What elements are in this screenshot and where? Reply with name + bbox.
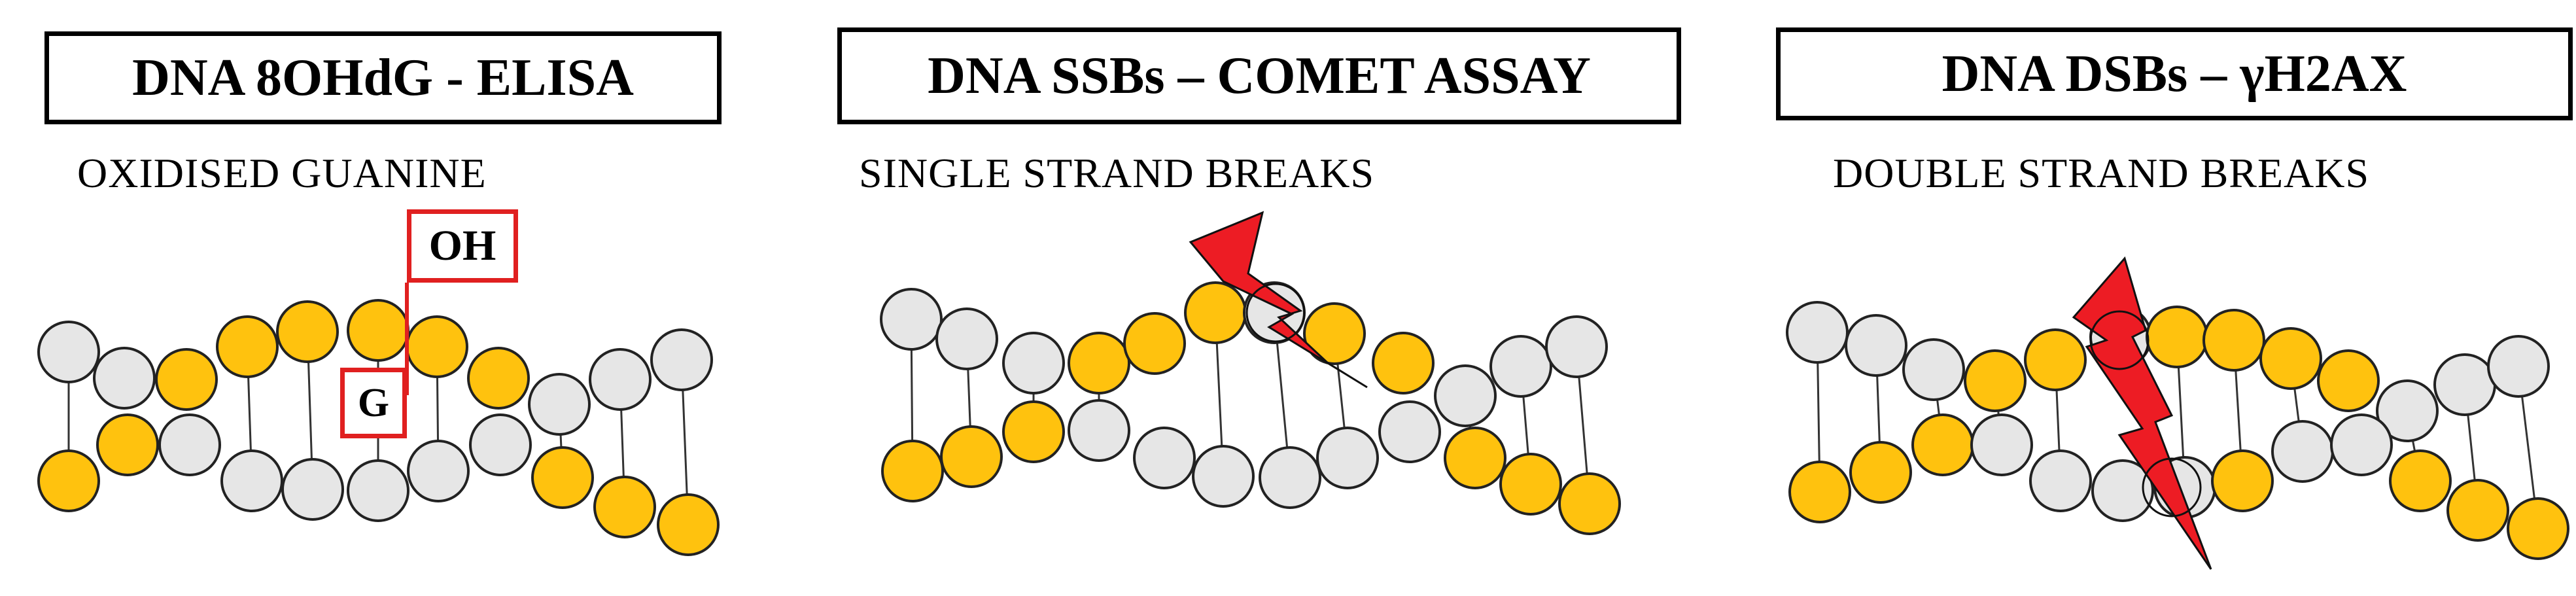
nucleotide-bottom bbox=[2330, 413, 2393, 476]
panel-3-subtitle: DOUBLE STRAND BREAKS bbox=[1833, 150, 2370, 196]
nucleotide-top bbox=[1786, 301, 1849, 364]
nucleotide-top bbox=[1845, 314, 1907, 377]
nucleotide-top bbox=[1489, 335, 1552, 398]
nucleotide-top bbox=[935, 307, 998, 370]
nucleotide-bottom bbox=[1192, 445, 1255, 508]
lightning-bolt-double bbox=[2072, 256, 2212, 570]
nucleotide-top bbox=[37, 321, 100, 383]
nucleotide-top bbox=[1184, 281, 1247, 344]
nucleotide-bottom bbox=[1558, 472, 1621, 535]
nucleotide-bottom bbox=[1499, 453, 1562, 516]
nucleotide-top bbox=[276, 300, 339, 363]
nucleotide-top bbox=[1964, 349, 2027, 412]
nucleotide-bottom bbox=[1970, 413, 2033, 476]
nucleotide-bottom bbox=[531, 446, 594, 509]
nucleotide-bottom bbox=[407, 440, 470, 502]
nucleotide-top bbox=[589, 348, 652, 411]
nucleotide-top bbox=[2376, 379, 2439, 442]
nucleotide-bottom bbox=[347, 459, 409, 522]
nucleotide-bottom bbox=[940, 425, 1003, 488]
guanine-g-label: G bbox=[340, 368, 407, 438]
panel-dsb-gammah2ax: DNA DSBs – γH2AX DOUBLE STRAND BREAKS bbox=[1753, 0, 2576, 596]
panel-2-title: DNA SSBs – COMET ASSAY bbox=[837, 27, 1681, 124]
nucleotide-bottom bbox=[1788, 461, 1851, 523]
nucleotide-top bbox=[155, 348, 218, 411]
nucleotide-bottom bbox=[1378, 400, 1441, 463]
nucleotide-top bbox=[2487, 335, 2550, 398]
nucleotide-top bbox=[93, 347, 156, 410]
panel-8ohdg-elisa: DNA 8OHdG - ELISA OXIDISED GUANINE OH G bbox=[0, 0, 752, 596]
nucleotide-top bbox=[2024, 328, 2087, 391]
dna-helix-oxidised bbox=[37, 283, 720, 556]
lightning-bolt-single bbox=[1189, 211, 1368, 389]
nucleotide-bottom bbox=[158, 413, 221, 476]
nucleotide-top bbox=[2146, 306, 2208, 368]
dna-helix-single-break bbox=[880, 211, 1621, 535]
nucleotide-bottom bbox=[881, 440, 944, 502]
panel-ssb-comet-assay: DNA SSBs – COMET ASSAY SINGLE STRAND BRE… bbox=[824, 0, 1694, 596]
nucleotide-top bbox=[650, 328, 713, 391]
nucleotide-bottom bbox=[593, 476, 656, 538]
nucleotide-bottom bbox=[281, 458, 344, 521]
nucleotide-top bbox=[1434, 364, 1497, 427]
nucleotide-bottom bbox=[1316, 427, 1379, 489]
nucleotide-bottom bbox=[2029, 449, 2092, 512]
nucleotide-bottom bbox=[2389, 449, 2452, 512]
panel-3-title: DNA DSBs – γH2AX bbox=[1776, 27, 2573, 120]
nucleotide-bottom bbox=[1259, 446, 1321, 509]
nucleotide-bottom bbox=[2271, 420, 2334, 483]
nucleotide-bottom bbox=[1068, 399, 1130, 462]
panel-1-subtitle: OXIDISED GUANINE bbox=[77, 150, 487, 196]
break-site-ring bbox=[1245, 283, 1306, 343]
nucleotide-bottom bbox=[2507, 497, 2569, 560]
nucleotide-top bbox=[2259, 327, 2322, 390]
nucleotide-top bbox=[216, 315, 279, 378]
nucleotide-bottom bbox=[1849, 441, 1912, 504]
dna-helix-double-break bbox=[1786, 256, 2569, 570]
nucleotide-bottom bbox=[1444, 427, 1506, 489]
break-site-ring-top bbox=[2089, 310, 2150, 370]
nucleotide-bottom bbox=[2446, 479, 2509, 542]
nucleotide-bottom bbox=[37, 449, 100, 512]
nucleotide-top bbox=[406, 315, 468, 378]
nucleotide-top bbox=[2433, 353, 2496, 416]
nucleotide-top bbox=[1303, 302, 1366, 365]
nucleotide-top bbox=[528, 373, 591, 436]
nucleotide-top bbox=[2317, 349, 2380, 412]
nucleotide-bottom bbox=[2211, 449, 2274, 512]
oh-label: OH bbox=[407, 209, 518, 283]
nucleotide-bottom bbox=[1911, 413, 1974, 476]
nucleotide-top bbox=[1902, 338, 1965, 401]
nucleotide-top bbox=[347, 299, 409, 362]
nucleotide-top bbox=[1068, 332, 1130, 394]
nucleotide-bottom bbox=[96, 413, 159, 476]
panel-1-title: DNA 8OHdG - ELISA bbox=[44, 31, 722, 124]
nucleotide-top bbox=[2202, 309, 2265, 372]
panel-2-subtitle: SINGLE STRAND BREAKS bbox=[859, 150, 1375, 196]
nucleotide-bottom bbox=[1133, 427, 1196, 489]
nucleotide-top bbox=[467, 347, 530, 410]
nucleotide-top bbox=[880, 288, 943, 351]
nucleotide-top bbox=[1123, 312, 1186, 375]
break-site-ring-bottom bbox=[2142, 457, 2202, 517]
nucleotide-bottom bbox=[2091, 459, 2154, 522]
nucleotide-top bbox=[1545, 315, 1608, 378]
nucleotide-top bbox=[1372, 332, 1435, 394]
nucleotide-bottom bbox=[1002, 400, 1065, 463]
nucleotide-top bbox=[1002, 332, 1065, 394]
nucleotide-bottom bbox=[469, 413, 532, 476]
nucleotide-bottom bbox=[220, 449, 283, 512]
nucleotide-bottom bbox=[657, 493, 720, 556]
